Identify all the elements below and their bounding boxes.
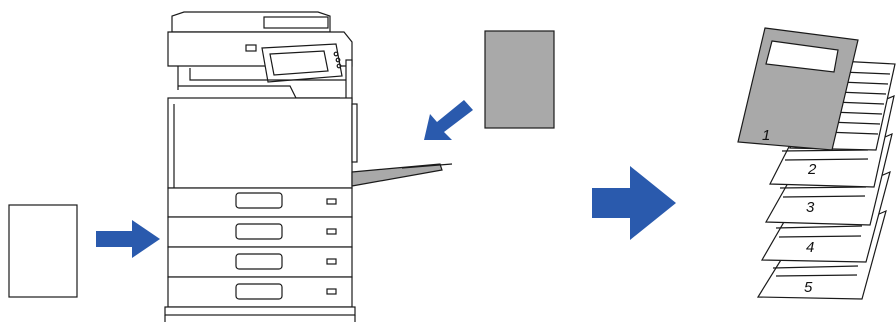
svg-text:3: 3 bbox=[806, 199, 815, 216]
svg-text:4: 4 bbox=[806, 239, 814, 256]
svg-text:1: 1 bbox=[762, 127, 770, 144]
output-stack-icon: 5 4 3 2 1 bbox=[738, 28, 895, 299]
blank-paper-sheet-icon bbox=[9, 205, 77, 297]
svg-text:5: 5 bbox=[804, 279, 813, 296]
cover-sheet-icon bbox=[485, 31, 554, 128]
printer-icon bbox=[165, 12, 452, 322]
svg-text:2: 2 bbox=[807, 161, 817, 178]
arrow-into-tray-icon bbox=[96, 220, 160, 258]
arrow-into-bypass-icon bbox=[424, 100, 473, 140]
arrow-to-output-icon bbox=[592, 166, 676, 240]
